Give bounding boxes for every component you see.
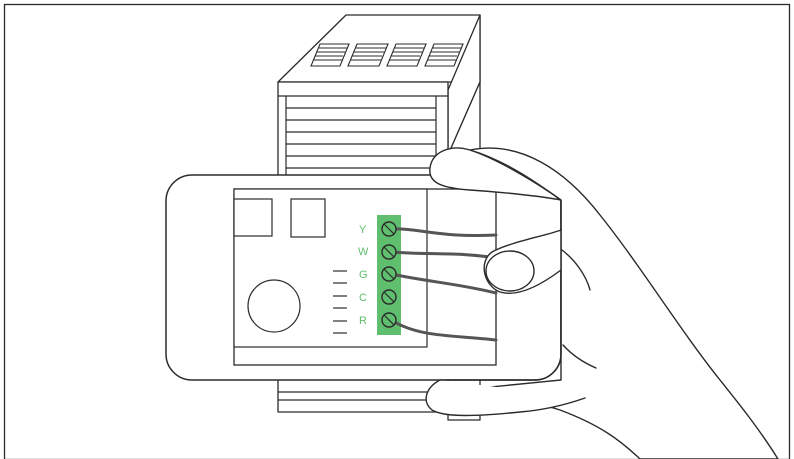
terminal-label-c: C [359,292,367,304]
board-component-right [291,199,325,237]
terminal-label-r: R [359,315,367,327]
board-component-left [234,199,272,236]
terminal-label-y: Y [359,224,367,236]
terminal-label-w: W [358,246,369,258]
board-capacitor [248,280,300,332]
terminal-label-g: G [359,269,368,281]
thumbnail [486,251,534,291]
